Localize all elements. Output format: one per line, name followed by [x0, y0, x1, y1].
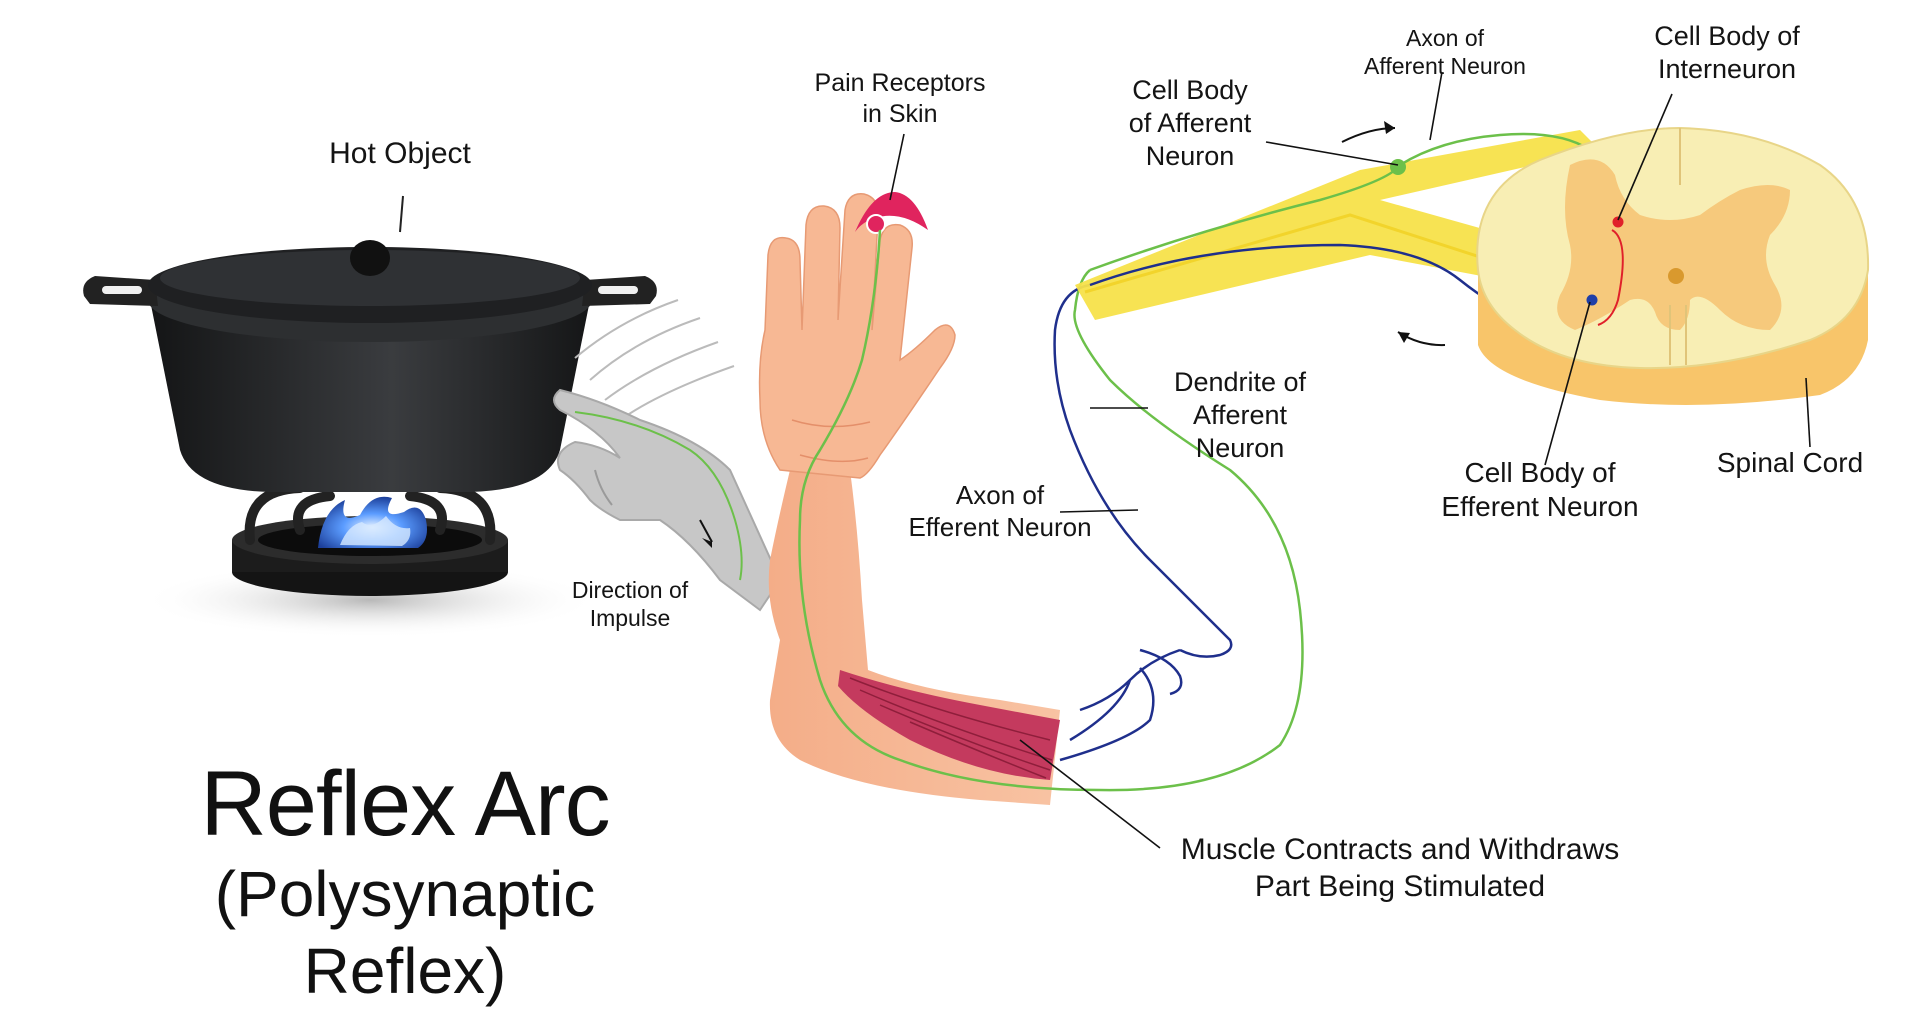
- leader-lines: [889, 71, 1811, 849]
- label-cell-body-afferent: Cell Body of Afferent Neuron: [1128, 75, 1252, 171]
- muscle: [838, 670, 1060, 780]
- diagram-title: Reflex Arc (Polysynaptic Reflex): [105, 758, 705, 1010]
- label-muscle: Muscle Contracts and Withdraws Part Bein…: [1180, 833, 1620, 903]
- pain-receptor-icon: [855, 192, 928, 234]
- hand-outline-before-withdrawal: [553, 388, 782, 612]
- spinal-cord: [1476, 126, 1870, 405]
- afferent-cell-body-icon: [1390, 159, 1406, 175]
- interneuron-cell-body-icon: [1612, 216, 1624, 228]
- hot-object-pot: [83, 195, 735, 638]
- efferent-cell-body-icon: [1586, 294, 1598, 306]
- title-subtitle: (Polysynaptic Reflex): [214, 858, 596, 1007]
- label-cell-body-interneuron: Cell Body of Interneuron: [1654, 21, 1800, 84]
- label-cell-body-efferent: Cell Body of Efferent Neuron: [1441, 457, 1639, 523]
- arrow-icon: [1341, 121, 1396, 143]
- efferent-neuron-path: [1053, 283, 1233, 762]
- spinal-nerve: [1075, 121, 1613, 347]
- label-spinal-cord: Spinal Cord: [1716, 447, 1864, 478]
- arrow-icon: [1397, 331, 1446, 347]
- flame-icon: [318, 496, 427, 548]
- label-axon-efferent: Axon of Efferent Neuron: [908, 480, 1092, 542]
- label-axon-afferent: Axon of Afferent Neuron: [1364, 25, 1526, 80]
- arm-and-hand: [758, 192, 1304, 805]
- title-main: Reflex Arc: [200, 753, 610, 855]
- label-direction-of-impulse: Direction of Impulse: [571, 577, 689, 632]
- label-pain-receptors: Pain Receptors in Skin: [814, 69, 986, 128]
- label-dendrite-afferent: Dendrite of Afferent Neuron: [1173, 367, 1307, 463]
- diagram-artwork: [83, 71, 1870, 849]
- reflex-arc-diagram: Hot Object Pain Receptors in Skin Direct…: [83, 21, 1870, 1007]
- label-hot-object: Hot Object: [329, 137, 471, 170]
